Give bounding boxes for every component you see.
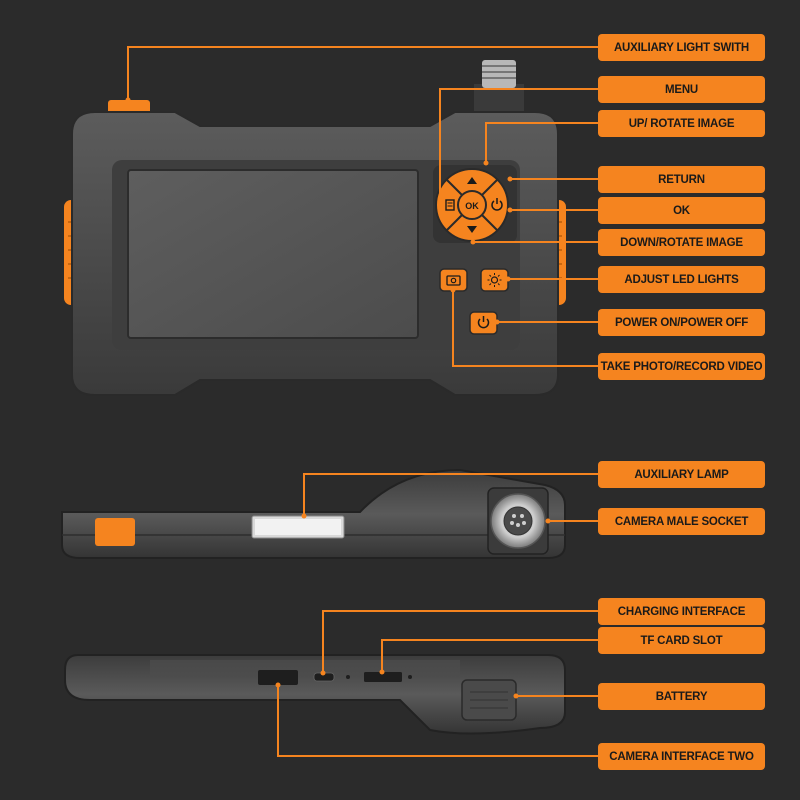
arrow-up-icon xyxy=(467,177,477,184)
screen xyxy=(127,169,419,339)
menu-icon xyxy=(445,199,455,211)
label-up-rotate-image: UP/ ROTATE IMAGE xyxy=(598,110,765,137)
label-return: RETURN xyxy=(598,166,765,193)
label-power-on-off: POWER ON/POWER OFF xyxy=(598,309,765,336)
camera-icon xyxy=(446,275,461,286)
label-camera-male-socket: CAMERA MALE SOCKET xyxy=(598,508,765,535)
arrow-down-icon xyxy=(467,226,477,233)
line-camera-interface-two xyxy=(277,685,598,757)
bottom-view xyxy=(64,654,566,735)
label-tf-card-slot: TF CARD SLOT xyxy=(598,627,765,654)
line-auxiliary-light-switch xyxy=(127,46,598,100)
power-button[interactable] xyxy=(469,311,498,335)
label-charging-interface: CHARGING INTERFACE xyxy=(598,598,765,625)
line-charging xyxy=(322,610,598,673)
label-menu: MENU xyxy=(598,76,765,103)
label-down-rotate-image: DOWN/ROTATE IMAGE xyxy=(598,229,765,256)
callout-lines xyxy=(127,46,598,757)
tf-card-slot[interactable] xyxy=(364,672,402,682)
switch-top[interactable] xyxy=(95,518,135,546)
label-camera-interface-two: CAMERA INTERFACE TWO xyxy=(598,743,765,770)
top-view xyxy=(61,468,566,559)
callout-dots xyxy=(125,97,551,699)
label-ok: OK xyxy=(598,197,765,224)
line-take-photo xyxy=(452,290,598,367)
label-adjust-led-lights: ADJUST LED LIGHTS xyxy=(598,266,765,293)
power-icon xyxy=(477,316,490,329)
label-auxiliary-light-switch: AUXILIARY LIGHT SWITH xyxy=(598,34,765,61)
line-auxiliary-lamp xyxy=(303,473,598,516)
label-auxiliary-lamp: AUXILIARY LAMP xyxy=(598,461,765,488)
return-icon xyxy=(491,198,503,211)
label-take-photo-record-video: TAKE PHOTO/RECORD VIDEO xyxy=(598,353,765,380)
ok-key[interactable] xyxy=(457,190,487,220)
line-menu xyxy=(439,88,598,200)
camera-interface-two[interactable] xyxy=(258,670,298,685)
sun-icon xyxy=(487,273,502,287)
connector-thread xyxy=(482,60,516,88)
front-view: OK xyxy=(64,60,566,396)
label-battery: BATTERY xyxy=(598,683,765,710)
line-up-rotate xyxy=(485,122,598,163)
ok-key-label: OK xyxy=(465,201,479,211)
top-body xyxy=(61,468,566,559)
line-tf-card xyxy=(381,639,598,672)
adjust-led-button[interactable] xyxy=(480,268,509,292)
